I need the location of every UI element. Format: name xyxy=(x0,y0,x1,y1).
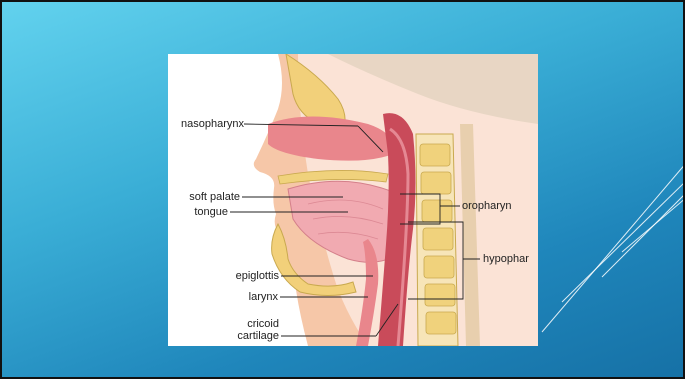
label-epiglottis: epiglottis xyxy=(168,270,279,282)
pharynx-anatomy-figure: nasopharynx soft palate tongue epiglotti… xyxy=(168,54,538,346)
label-cartilage: cartilage xyxy=(168,330,279,342)
label-soft-palate: soft palate xyxy=(168,191,240,203)
label-cricoid: cricoid xyxy=(168,318,279,330)
label-nasopharynx: nasopharynx xyxy=(168,118,244,130)
label-tongue: tongue xyxy=(168,206,228,218)
label-larynx: larynx xyxy=(168,291,278,303)
label-oropharynx: oropharyn xyxy=(462,200,512,212)
label-hypopharynx: hypophar xyxy=(483,253,529,265)
